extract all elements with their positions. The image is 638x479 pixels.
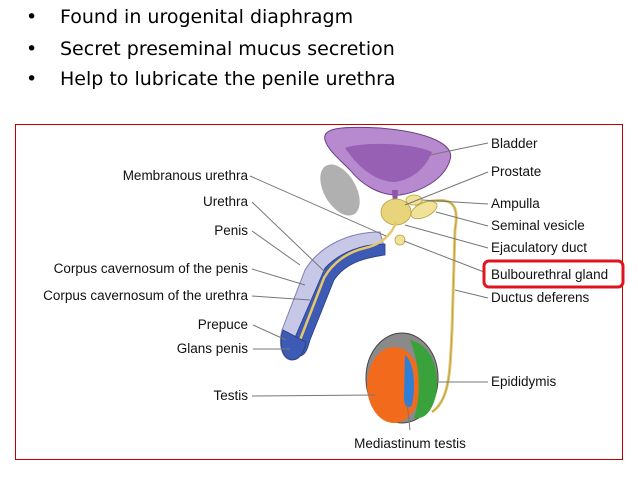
label-penis: Penis bbox=[214, 223, 248, 238]
label-prepuce: Prepuce bbox=[198, 317, 248, 332]
label-bladder: Bladder bbox=[491, 136, 538, 151]
label-corpus-cavernosum-urethra: Corpus cavernosum of the urethra bbox=[43, 288, 248, 303]
leader-membranous-urethra bbox=[249, 175, 387, 237]
bullet-marker: • bbox=[26, 6, 38, 28]
label-urethra: Urethra bbox=[203, 194, 249, 209]
leader-ductus-deferens bbox=[454, 289, 489, 299]
diagram-frame bbox=[15, 124, 623, 460]
bulbourethral-gland bbox=[394, 234, 406, 246]
bullet-item: • Help to lubricate the penile urethra bbox=[26, 68, 396, 90]
leader-testis bbox=[251, 394, 376, 397]
leader-urethra bbox=[251, 201, 326, 273]
bullet-text: Secret preseminal mucus secretion bbox=[60, 38, 395, 60]
bullet-item: • Secret preseminal mucus secretion bbox=[26, 38, 395, 60]
mediastinum bbox=[404, 355, 414, 408]
bullet-text: Found in urogenital diaphragm bbox=[60, 6, 354, 28]
label-glans-penis: Glans penis bbox=[177, 341, 249, 356]
label-ampulla: Ampulla bbox=[491, 196, 540, 211]
leader-corpus-cavernosum-penis bbox=[251, 268, 306, 286]
label-ductus-deferens: Ductus deferens bbox=[491, 290, 590, 305]
leader-corpus-cavernosum-urethra bbox=[251, 295, 311, 301]
label-membranous-urethra: Membranous urethra bbox=[123, 168, 249, 183]
bladder-inner bbox=[345, 143, 432, 182]
leader-bladder bbox=[429, 142, 489, 156]
leader-penis bbox=[251, 230, 301, 266]
epididymis bbox=[410, 340, 437, 419]
bullet-marker: • bbox=[26, 68, 38, 90]
pubic-bone bbox=[320, 164, 360, 216]
glans bbox=[280, 329, 307, 361]
label-mediastinum-testis: Mediastinum testis bbox=[354, 436, 466, 451]
bullet-marker: • bbox=[26, 38, 38, 60]
label-ejaculatory-duct: Ejaculatory duct bbox=[491, 240, 587, 255]
label-bulbourethral-gland: Bulbourethral gland bbox=[491, 267, 608, 282]
highlight-box bbox=[482, 259, 625, 289]
leader-prepuce bbox=[252, 324, 287, 341]
bullet-item: • Found in urogenital diaphragm bbox=[26, 6, 353, 28]
leader-mediastinum bbox=[406, 401, 411, 431]
label-corpus-cavernosum-penis: Corpus cavernosum of the penis bbox=[54, 261, 249, 276]
leader-seminal-vesicle bbox=[435, 211, 489, 227]
leader-prostate bbox=[404, 171, 489, 206]
seminal-vesicle bbox=[410, 200, 438, 220]
ductus-deferens-outline bbox=[414, 199, 457, 413]
label-prostate: Prostate bbox=[491, 164, 541, 179]
leader-bulbourethral-gland bbox=[403, 240, 485, 273]
label-testis: Testis bbox=[213, 388, 248, 403]
bullet-text: Help to lubricate the penile urethra bbox=[60, 68, 396, 90]
label-seminal-vesicle: Seminal vesicle bbox=[491, 218, 585, 233]
leader-ejaculatory-duct bbox=[404, 224, 489, 249]
leader-ampulla bbox=[421, 199, 489, 205]
urethra bbox=[298, 221, 398, 341]
label-epididymis: Epididymis bbox=[491, 374, 557, 389]
prostate bbox=[380, 198, 412, 226]
